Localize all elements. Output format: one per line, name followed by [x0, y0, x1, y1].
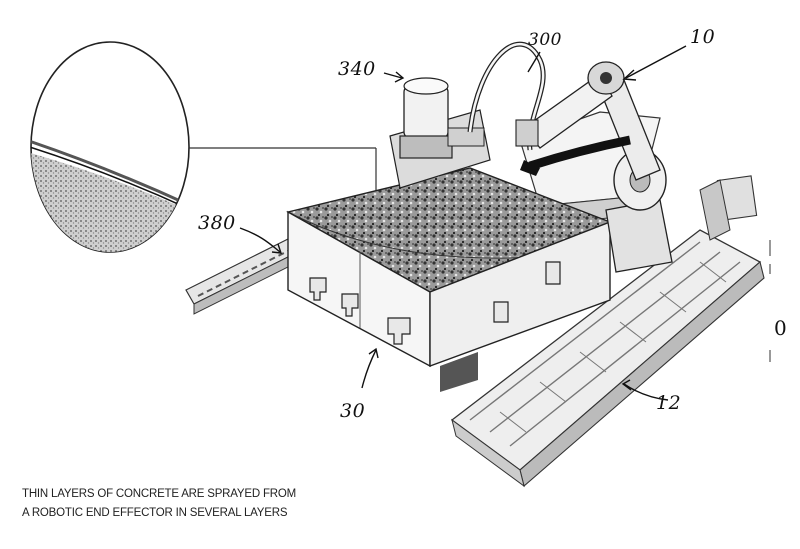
left-rail-380: [185, 237, 299, 315]
track-rail-12: [450, 175, 765, 488]
caption-line-2: A ROBOTIC END EFFECTOR IN SEVERAL LAYERS: [22, 507, 288, 519]
formwork-box-30: [286, 167, 612, 392]
reference-arrows: [239, 45, 687, 401]
formwork-clamps: [309, 261, 561, 345]
caption-line-1: THIN LAYERS OF CONCRETE ARE SPRAYED FROM: [22, 488, 297, 500]
detail-magnifier-circle: [30, 41, 190, 253]
robot-arm-10: [515, 61, 673, 273]
ref-label-380: 380: [198, 212, 236, 234]
edge-fragment-label: 0: [774, 316, 788, 340]
ref-label-10: 10: [690, 26, 716, 48]
ref-label-300: 300: [528, 30, 562, 50]
ref-label-12: 12: [656, 392, 682, 414]
pump-motor-340: [389, 77, 491, 189]
ref-label-340: 340: [338, 58, 376, 80]
ref-label-30: 30: [340, 400, 366, 422]
